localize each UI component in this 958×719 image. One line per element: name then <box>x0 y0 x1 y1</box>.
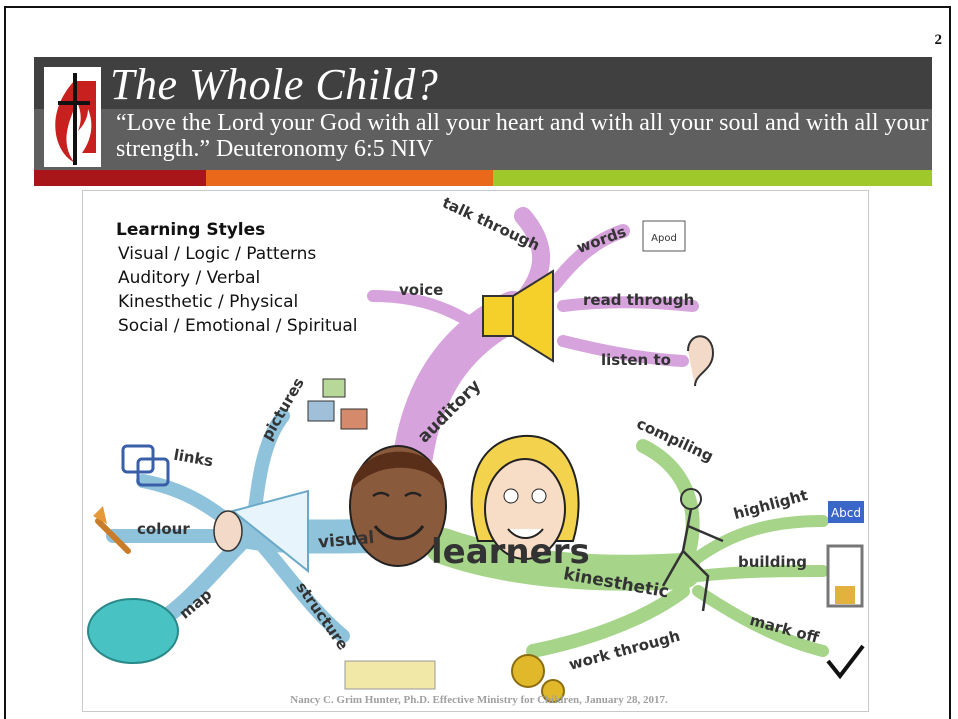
building-icon <box>826 544 864 608</box>
learning-style-item: Auditory / Verbal <box>118 268 261 288</box>
highlight-card-text: Abcd <box>831 506 861 520</box>
learners-mind-map: Apod Abcd learners auditory visual kines… <box>82 190 869 712</box>
center-label-learners: learners <box>431 532 590 572</box>
slide-header: The Whole Child? “Love the Lord your God… <box>34 57 932 170</box>
links-icon <box>121 444 170 487</box>
label-pictures: pictures <box>258 375 308 444</box>
picture-frames-icon <box>307 378 368 430</box>
label-words: words <box>574 223 628 257</box>
learning-style-item: Visual / Logic / Patterns <box>118 244 317 264</box>
highlight-card-icon: Abcd <box>828 501 864 523</box>
label-read-through: read through <box>583 291 694 309</box>
label-structure: structure <box>292 579 352 654</box>
word-card-icon: Apod <box>642 220 686 252</box>
boy-face-icon <box>349 445 447 567</box>
learning-style-item: Kinesthetic / Physical <box>118 292 299 312</box>
gears-icon <box>511 654 565 703</box>
map-icon <box>87 598 179 664</box>
paintbrush-icon <box>93 506 131 554</box>
kinesthetic-branches <box>425 439 829 658</box>
girl-face-icon <box>470 434 580 560</box>
learning-style-item: Social / Emotional / Spiritual <box>118 316 358 336</box>
ear-icon <box>687 335 715 387</box>
scripture-quote: “Love the Lord your God with all your he… <box>116 110 929 162</box>
word-card-text: Apod <box>651 233 677 244</box>
branch-label-visual: visual <box>317 528 375 553</box>
eye-icon <box>213 489 309 574</box>
label-building: building <box>738 553 807 571</box>
slide-title: The Whole Child? <box>110 60 439 109</box>
learning-styles-list: Learning Styles Visual / Logic / Pattern… <box>116 218 357 338</box>
mind-map-drawing: Apod Abcd learners auditory visual kines… <box>87 194 865 703</box>
learning-styles-heading: Learning Styles <box>116 220 266 240</box>
slide-footer: Nancy C. Grim Hunter, Ph.D. Effective Mi… <box>290 694 668 706</box>
speaker-icon <box>482 269 554 363</box>
slide-frame <box>4 6 951 719</box>
label-links: links <box>172 446 214 471</box>
structure-icon <box>344 660 436 690</box>
label-voice: voice <box>399 281 443 299</box>
checkmark-icon <box>826 644 865 680</box>
label-colour: colour <box>137 520 190 538</box>
accent-bar-green <box>493 170 932 186</box>
stick-figure-icon <box>661 488 724 612</box>
slide-number: 2 <box>934 32 943 48</box>
header-title-band <box>34 57 932 109</box>
accent-bar-red <box>34 170 206 186</box>
accent-bar-orange <box>206 170 493 186</box>
label-listen-to: listen to <box>601 351 671 369</box>
cross-and-flame-logo-icon <box>44 67 101 167</box>
